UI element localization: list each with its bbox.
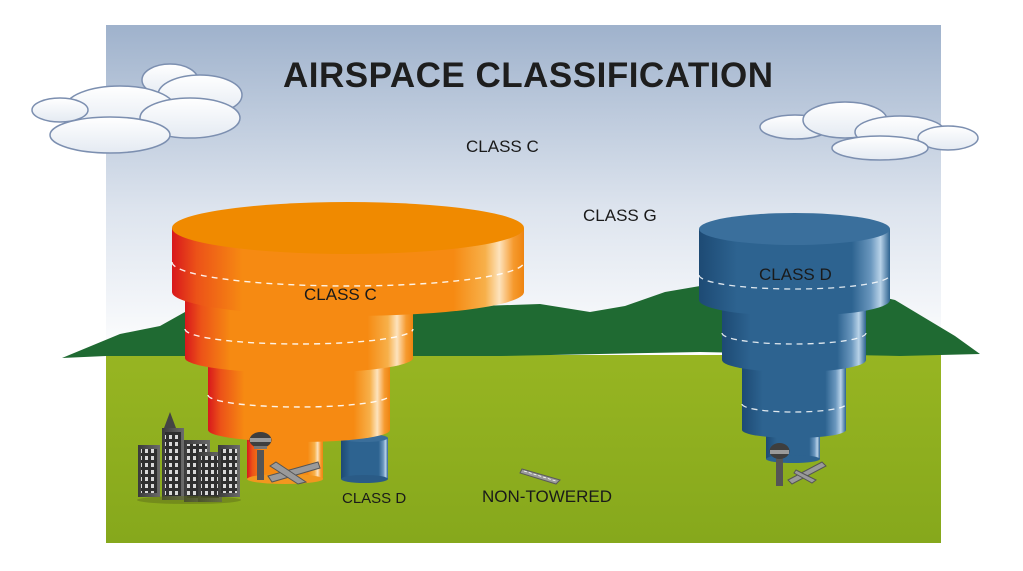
runway-icon [267,461,321,485]
label-class-c-cylinder: CLASS C [304,285,377,304]
class-d-tower-icon [769,443,790,486]
class-d-airspace [698,213,891,463]
city-buildings-icon [137,412,241,504]
class-c-airspace [171,202,525,484]
control-tower-icon [249,432,272,480]
non-towered-runway-icon [519,468,561,485]
cloud-left-icon [31,63,243,154]
class-d-runway-icon [787,461,827,485]
class-d-ground-cylinder [341,434,388,483]
page-title: AIRSPACE CLASSIFICATION [283,56,774,95]
label-class-g: CLASS G [583,206,657,225]
label-class-c-upper: CLASS C [466,137,539,156]
label-non-towered: NON-TOWERED [482,487,613,506]
label-class-d-cylinder: CLASS D [759,265,832,284]
label-class-d-ground: CLASS D [342,490,407,507]
cloud-right-icon [759,101,979,161]
